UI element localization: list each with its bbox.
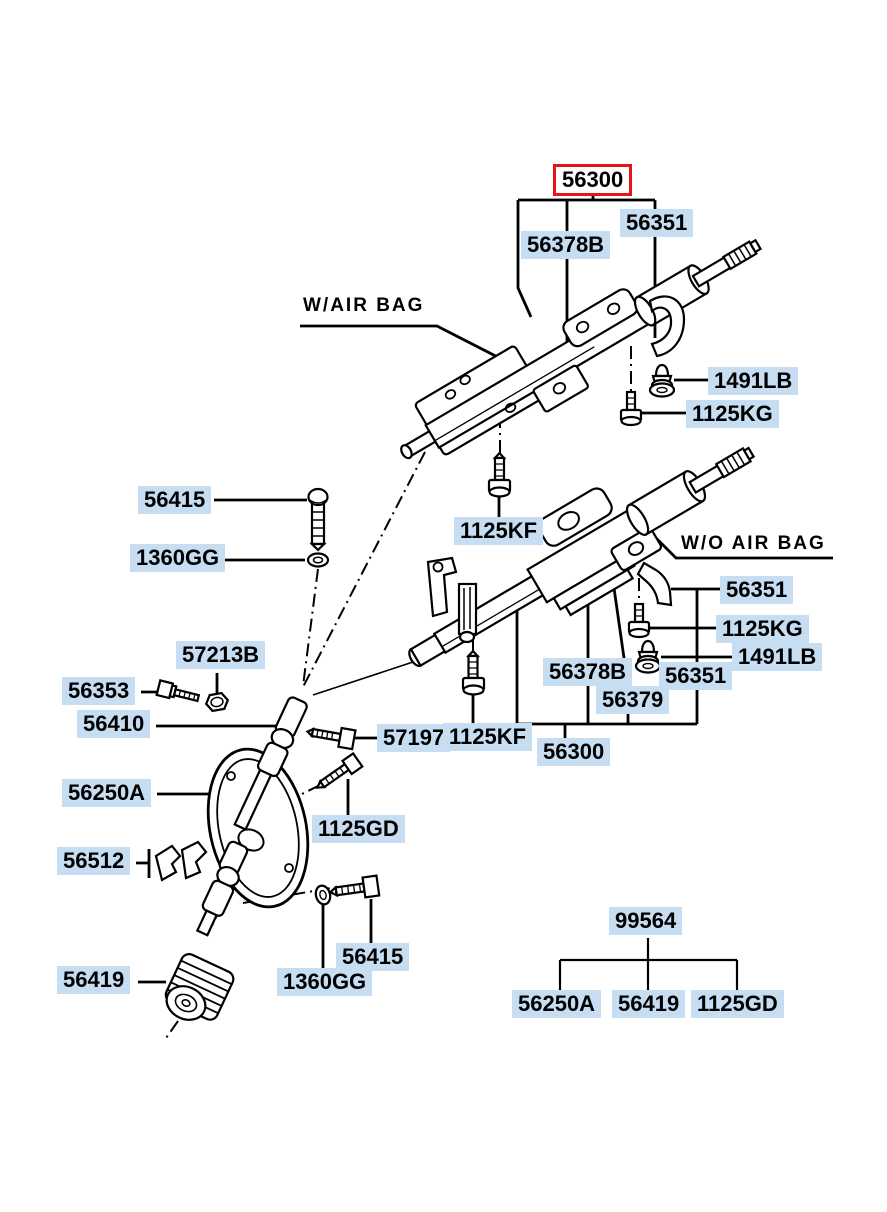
part-label-1360GG-upper[interactable]: 1360GG — [130, 544, 226, 572]
part-label-1125GD-tree[interactable]: 1125GD — [691, 990, 784, 1018]
part-drawing-lower-ujoint — [195, 840, 249, 937]
bolt-1125KF-lower — [461, 649, 486, 696]
part-label-56379[interactable]: 56379 — [596, 686, 670, 714]
part-label-1491LB-airbag[interactable]: 1491LB — [708, 367, 799, 395]
part-label-56378B-airbag[interactable]: 56378B — [521, 231, 611, 259]
part-label-1125KG-airbag[interactable]: 1125KG — [686, 400, 779, 428]
part-label-56378B-noairbag[interactable]: 56378B — [543, 658, 633, 686]
part-label-56250A-main[interactable]: 56250A — [62, 779, 152, 807]
part-label-56300-noairbag[interactable]: 56300 — [537, 738, 611, 766]
grommet-1491LB-lower — [634, 639, 662, 674]
bolt-56415-bottom — [328, 874, 381, 899]
part-label-1125KG-noairbag[interactable]: 1125KG — [716, 615, 809, 643]
note-with-airbag: W/AIR BAG — [303, 295, 425, 316]
part-label-56419-main[interactable]: 56419 — [57, 966, 131, 994]
tree-lines — [558, 938, 739, 990]
part-drawing-clamps-56512 — [154, 840, 208, 882]
washer-1360GG-bottom — [314, 884, 332, 906]
part-label-56512[interactable]: 56512 — [57, 847, 131, 875]
bolt-1125KG-lower — [627, 602, 651, 639]
fasteners — [155, 363, 676, 906]
bolt-56415-top — [307, 487, 329, 552]
nut-57213B — [204, 691, 230, 713]
part-drawing-ujoint-56410 — [233, 696, 308, 831]
part-label-1125GD-main[interactable]: 1125GD — [312, 815, 405, 843]
part-label-1125KF-upper[interactable]: 1125KF — [454, 517, 544, 545]
part-label-56300-selected[interactable]: 56300 — [553, 164, 633, 196]
part-label-99564[interactable]: 99564 — [609, 907, 683, 935]
note-without-airbag: W/O AIR BAG — [681, 533, 826, 554]
part-label-1125KF-lower[interactable]: 1125KF — [443, 723, 533, 751]
bolt-1125KG-upper — [619, 390, 643, 427]
part-label-56415-upper[interactable]: 56415 — [138, 486, 212, 514]
part-label-56410[interactable]: 56410 — [77, 710, 151, 738]
part-label-1491LB-noairbag[interactable]: 1491LB — [732, 643, 823, 671]
left-bracket — [426, 556, 458, 618]
bolt-1125GD — [315, 751, 364, 789]
leader-lines — [136, 194, 833, 984]
column-assembly-no-airbag — [408, 446, 756, 668]
part-label-56351-noairbag[interactable]: 56351 — [720, 576, 794, 604]
grommet-1491LB-upper — [648, 363, 676, 398]
washer-1360GG-top — [306, 552, 330, 568]
part-label-56419-tree[interactable]: 56419 — [612, 990, 686, 1018]
column-assembly-airbag — [400, 238, 763, 460]
hook-bracket-56351-airbag — [648, 295, 686, 358]
axis-line-lower-column — [312, 660, 417, 696]
part-drawing-coupling-56419 — [164, 953, 235, 1021]
bolt-57197 — [305, 726, 357, 751]
part-label-57197[interactable]: 57197 — [377, 724, 451, 752]
part-label-56353[interactable]: 56353 — [62, 677, 136, 705]
part-label-56415-lower[interactable]: 56415 — [336, 943, 410, 971]
part-label-1360GG-lower[interactable]: 1360GG — [277, 968, 373, 996]
bolt-56353 — [155, 679, 201, 703]
bolt-1125KF-upper — [487, 451, 512, 498]
part-label-56351-bottom[interactable]: 56351 — [659, 662, 733, 690]
part-label-57213B[interactable]: 57213B — [176, 641, 266, 669]
tilt-lever-56351 — [636, 561, 673, 607]
part-label-56351-airbag[interactable]: 56351 — [620, 209, 694, 237]
part-label-56250A-tree[interactable]: 56250A — [512, 990, 602, 1018]
